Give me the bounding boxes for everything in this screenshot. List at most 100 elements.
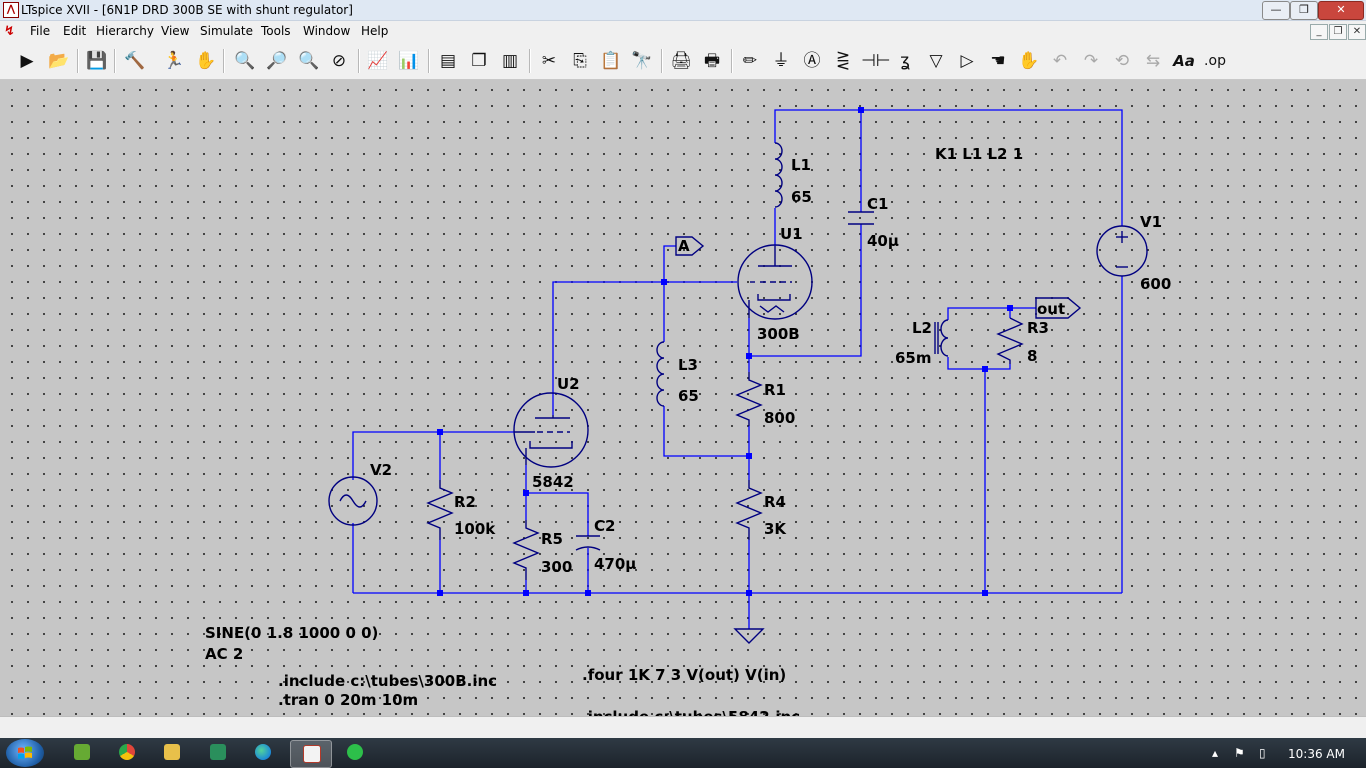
resistor-r3-icon[interactable] (996, 317, 1024, 364)
halt-icon[interactable]: 🏃 (163, 51, 185, 71)
ground-icon[interactable] (733, 628, 765, 644)
taskbar-ltspice-waveform[interactable] (62, 740, 102, 766)
menu-help[interactable]: Help (361, 24, 389, 38)
tile-horizontal-icon[interactable]: ▤ (439, 51, 457, 71)
capacitor-c1-icon[interactable] (848, 211, 874, 225)
net-label-out-flag[interactable] (1035, 297, 1082, 319)
undo-icon[interactable]: ↶ (1052, 51, 1068, 71)
tile-vertical-icon[interactable]: ▥ (501, 51, 519, 71)
close-button[interactable]: ✕ (1318, 1, 1364, 20)
mdi-minimize-button[interactable]: _ (1310, 24, 1328, 40)
resistor-r4-icon[interactable] (735, 480, 763, 540)
wire[interactable] (663, 245, 676, 282)
v2-ac-directive[interactable]: AC 2 (205, 645, 243, 663)
taskbar-chrome[interactable] (107, 740, 147, 766)
paste-icon[interactable]: 📋 (600, 51, 622, 71)
wire[interactable] (774, 109, 1123, 226)
taskbar-wechat[interactable] (335, 740, 375, 766)
battery-icon[interactable]: ▯ (1259, 746, 1266, 760)
rotate-icon[interactable]: ⟲ (1114, 51, 1130, 71)
taskbar-performance-monitor[interactable] (198, 740, 238, 766)
four-directive[interactable]: .four 1K 7 3 V(out) V(in) (582, 666, 786, 684)
spice-directive-icon[interactable]: .op (1204, 53, 1226, 69)
wire[interactable] (663, 406, 749, 457)
control-panel-icon[interactable]: 🔨 (124, 51, 146, 71)
show-hidden-icons-icon[interactable]: ▴ (1212, 746, 1219, 760)
wire[interactable] (552, 281, 737, 415)
system-clock[interactable]: 10:36 AM (1288, 747, 1345, 761)
action-center-flag-icon[interactable]: ⚑ (1234, 746, 1245, 760)
menu-hierarchy[interactable]: Hierarchy (96, 24, 155, 38)
waveform-icon[interactable]: 📈 (367, 51, 389, 71)
find-icon[interactable]: 🔭 (631, 51, 653, 71)
save-icon[interactable]: 💾 (86, 51, 108, 71)
inductor-l1-icon[interactable] (774, 142, 783, 208)
mdi-restore-button[interactable]: ❐ (1329, 24, 1347, 40)
resistor-r5-icon[interactable] (512, 520, 540, 580)
text-icon[interactable]: Aa (1173, 52, 1195, 70)
wire[interactable] (947, 357, 1011, 370)
move-icon[interactable]: ☚ (990, 51, 1006, 71)
include-5842-directive[interactable]: .include c:\tubes\5842.inc (582, 708, 800, 716)
mdi-close-button[interactable]: ✕ (1348, 24, 1366, 40)
taskbar-file-explorer[interactable] (152, 740, 192, 766)
net-label-out[interactable]: out (1037, 300, 1065, 318)
include-300b-directive[interactable]: .include c:\tubes\300B.inc (278, 672, 497, 690)
cascade-icon[interactable]: ❐ (471, 51, 487, 71)
voltage-source-v1-icon[interactable] (1096, 225, 1148, 277)
menu-edit[interactable]: Edit (63, 24, 87, 38)
menu-view[interactable]: View (161, 24, 190, 38)
taskbar-edge[interactable] (243, 740, 283, 766)
zoom-fit-icon[interactable]: ⊘ (331, 51, 347, 71)
start-button[interactable] (6, 739, 44, 767)
resistor-r1-icon[interactable] (735, 372, 763, 426)
wire[interactable] (352, 431, 514, 480)
zoom-in-icon[interactable]: 🔍 (234, 51, 256, 71)
menu-tools[interactable]: Tools (261, 24, 291, 38)
taskbar-ltspice[interactable] (290, 740, 332, 768)
resistor-r2-icon[interactable] (426, 480, 454, 540)
draw-wire-icon[interactable]: ✏ (742, 51, 758, 71)
capacitor-icon[interactable]: ⊣⊢ (861, 51, 891, 71)
resistor-icon[interactable]: ⋛ (835, 51, 851, 71)
coupling-directive[interactable]: K1 L1 L2 1 (935, 145, 1023, 163)
schematic-canvas[interactable]: L1 65 C1 40µ U1 300B K1 L1 L2 1 V1 600 L… (0, 80, 1366, 716)
maximize-button[interactable]: ❐ (1290, 1, 1318, 20)
label-net-icon[interactable]: Ⓐ (803, 51, 821, 71)
schematic-doc-icon[interactable]: ↯ (4, 24, 15, 39)
tran-directive[interactable]: .tran 0 20m 10m (278, 691, 418, 709)
capacitor-c2-icon[interactable] (575, 535, 601, 551)
v2-sine-directive[interactable]: SINE(0 1.8 1000 0 0) (205, 624, 378, 642)
menu-window[interactable]: Window (303, 24, 351, 38)
ground-icon[interactable]: ⏚ (772, 51, 790, 71)
zoom-pan-icon[interactable]: 🔎 (266, 51, 288, 71)
zoom-out-icon[interactable]: 🔍 (298, 51, 320, 71)
wire[interactable] (947, 307, 1036, 320)
copy-icon[interactable]: ⎘ (573, 51, 587, 71)
menu-simulate[interactable]: Simulate (200, 24, 254, 38)
drag-icon[interactable]: ✋ (1018, 51, 1040, 71)
net-label-a-flag[interactable] (675, 236, 705, 256)
cut-icon[interactable]: ✂ (541, 51, 557, 71)
net-label-a[interactable]: A (678, 237, 690, 255)
tube-u2-icon[interactable] (513, 392, 589, 468)
mirror-icon[interactable]: ⇆ (1145, 51, 1161, 71)
minimize-button[interactable]: — (1262, 1, 1290, 20)
autorange-icon[interactable]: 📊 (398, 51, 420, 71)
pan-icon[interactable]: ✋ (195, 51, 217, 71)
inductor-l2-icon[interactable] (934, 319, 949, 357)
print-setup-icon[interactable]: 🖶 (703, 51, 721, 71)
inductor-icon[interactable]: ʓ (900, 51, 910, 71)
redo-icon[interactable]: ↷ (1083, 51, 1099, 71)
open-folder-icon[interactable]: 📂 (48, 51, 70, 71)
tube-u1-icon[interactable] (737, 244, 813, 320)
wire[interactable] (526, 492, 589, 536)
menu-file[interactable]: File (30, 24, 51, 38)
ltspice-app-icon[interactable]: ⋀ (3, 2, 19, 18)
inductor-l3-icon[interactable] (656, 341, 665, 407)
diode-icon[interactable]: ▽ (929, 51, 943, 71)
print-icon[interactable]: 🖨 (670, 51, 692, 71)
wire[interactable] (749, 224, 862, 357)
component-icon[interactable]: ▷ (960, 51, 974, 71)
run-icon[interactable]: ▶ (20, 51, 34, 71)
